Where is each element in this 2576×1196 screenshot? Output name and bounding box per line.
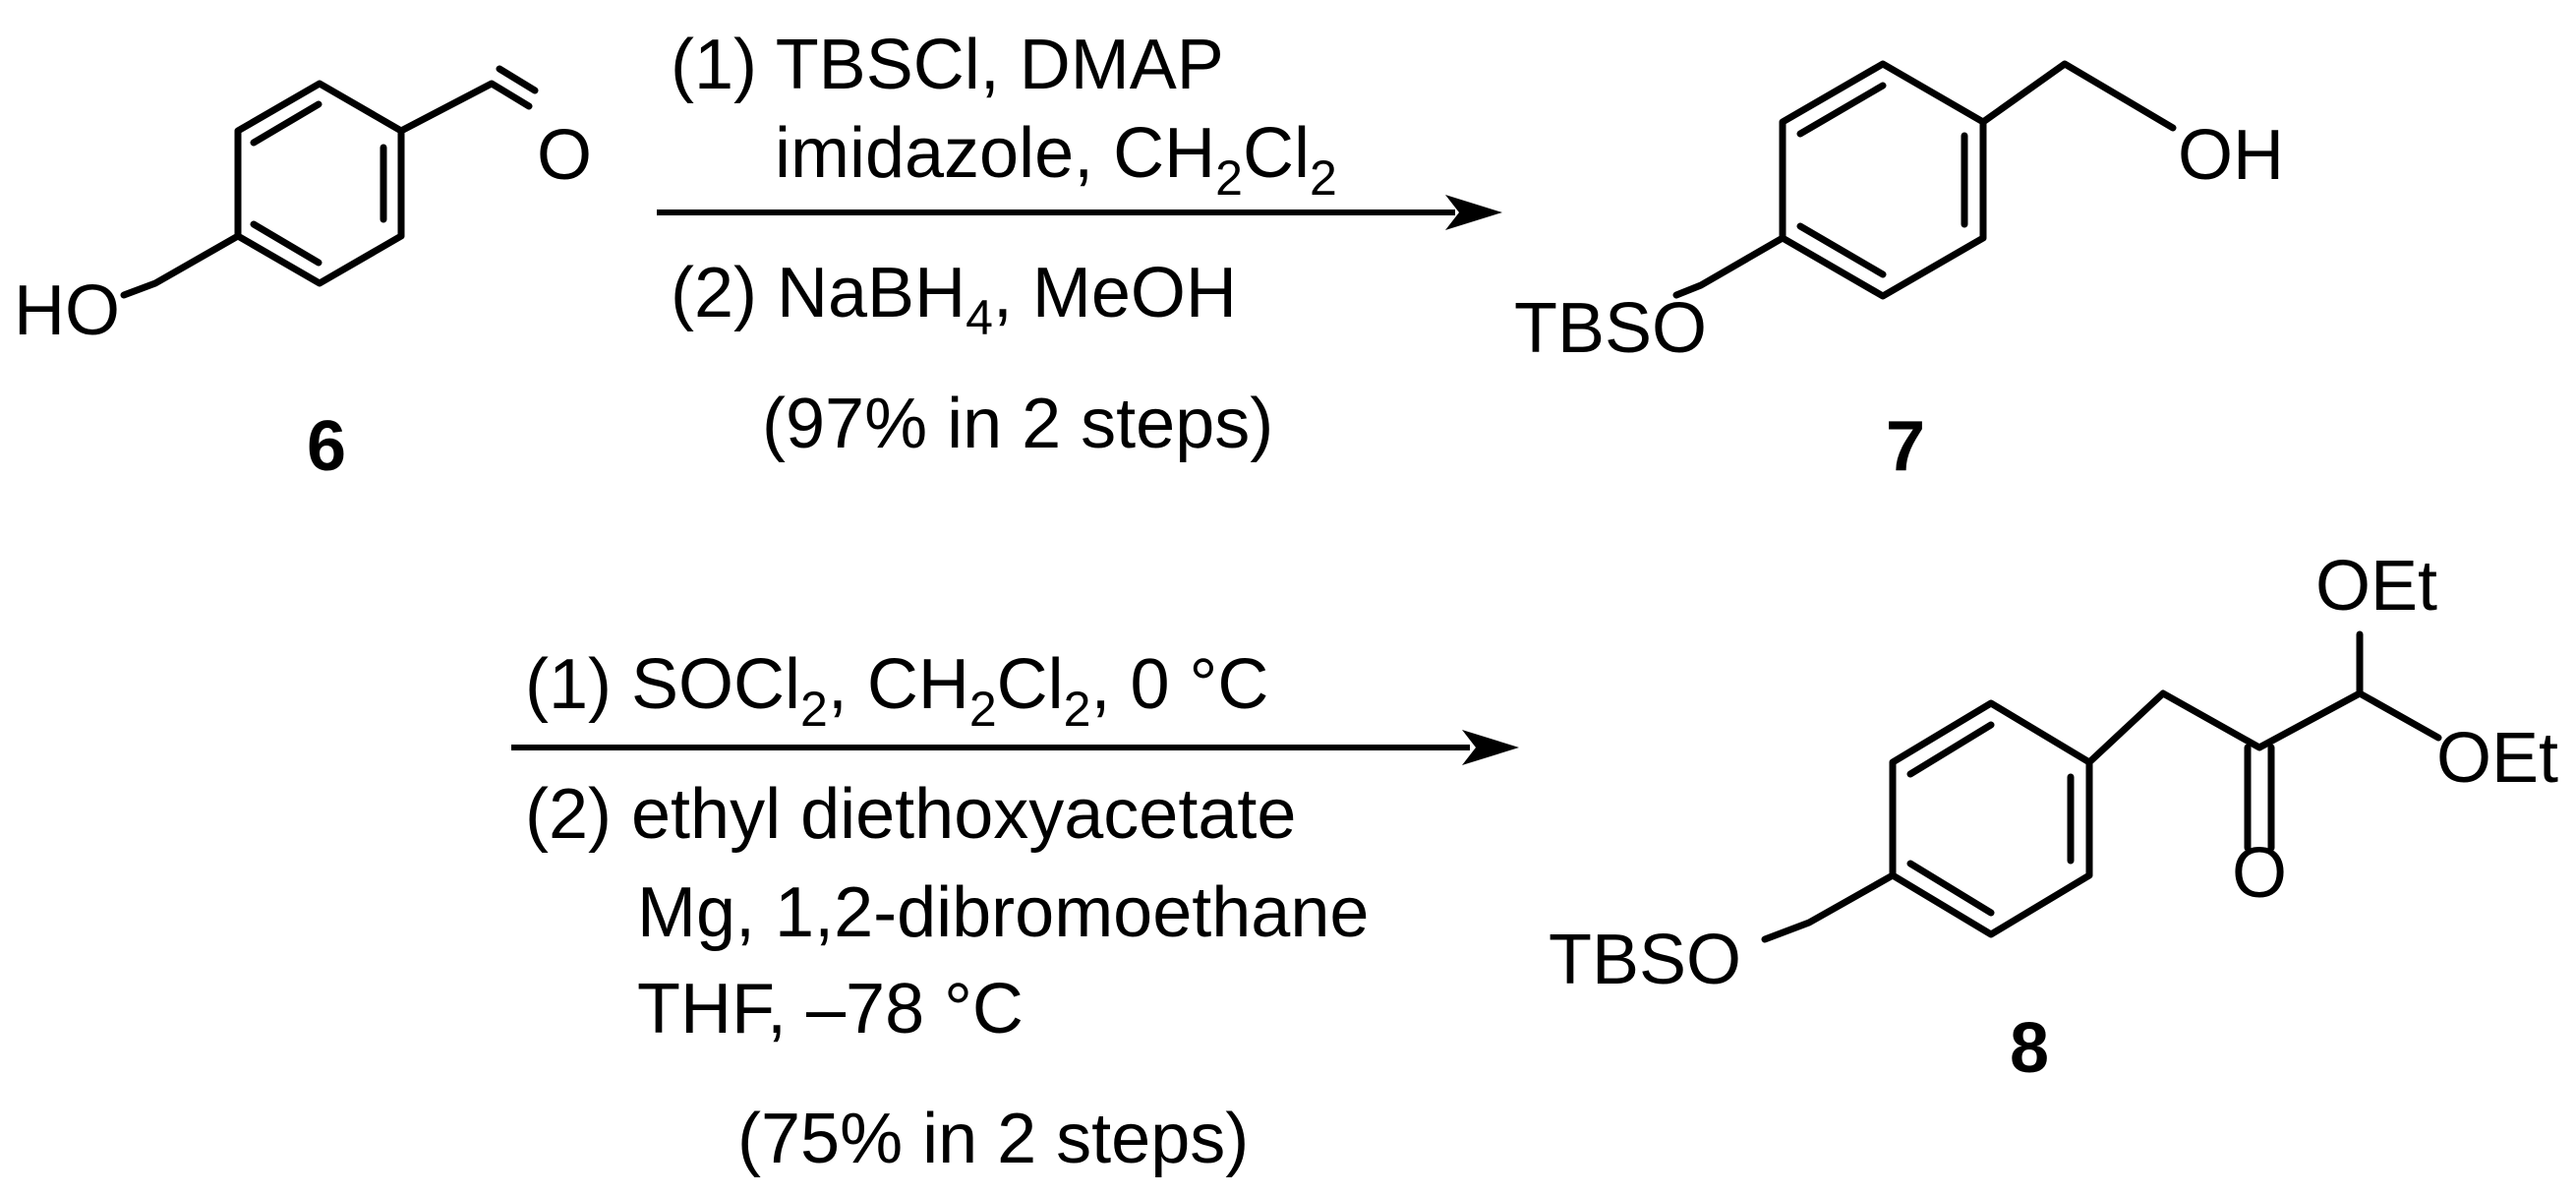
reaction-1-yield: (97% in 2 steps) bbox=[762, 385, 1273, 463]
compound-7-bonds bbox=[1672, 60, 2177, 300]
compound-8-acetal-oet-right-label: OEt bbox=[2436, 719, 2558, 798]
compound-8-ketone-oxygen-label: O bbox=[2232, 834, 2287, 913]
compound-7-hydroxyl-label: OH bbox=[2178, 116, 2284, 195]
reaction-2-arrow bbox=[511, 730, 1519, 765]
reaction-2-step-1: (1) SOCl2, CH2Cl2, 0 °C bbox=[525, 645, 1268, 737]
compound-7-tbso-label: TBSO bbox=[1514, 289, 1707, 368]
reaction-1-step-1-line-1: (1) TBSCl, DMAP bbox=[671, 26, 1224, 104]
compound-8-structure: TBSO OEt OEt O bbox=[1549, 547, 2558, 999]
reaction-2-step-2-line-3: THF, –78 °C bbox=[637, 970, 1024, 1048]
compound-8-tbso-label: TBSO bbox=[1549, 921, 1741, 999]
compound-6-hydroxy-label: HO bbox=[14, 271, 120, 350]
reaction-2-conditions: (1) SOCl2, CH2Cl2, 0 °C (2) ethyl dietho… bbox=[525, 645, 1369, 1178]
reaction-1-conditions: (1) TBSCl, DMAP imidazole, CH2Cl2 (2) Na… bbox=[671, 26, 1337, 463]
compound-8-bonds bbox=[1761, 630, 2442, 943]
reaction-1-step-1-line-2: imidazole, CH2Cl2 bbox=[775, 114, 1337, 206]
compound-8-number: 8 bbox=[2010, 1009, 2049, 1088]
reaction-1-step-2: (2) NaBH4, MeOH bbox=[671, 254, 1237, 345]
compound-6-structure: HO O bbox=[14, 65, 592, 350]
reaction-1-arrow bbox=[657, 195, 1502, 230]
compound-8-acetal-oet-top-label: OEt bbox=[2315, 547, 2437, 626]
compound-7-structure: TBSO OH bbox=[1514, 60, 2284, 368]
compound-6-bonds bbox=[120, 65, 539, 299]
compound-6-carbonyl-oxygen-label: O bbox=[537, 116, 592, 195]
compound-7-number: 7 bbox=[1886, 407, 1925, 486]
compound-6-number: 6 bbox=[307, 407, 346, 486]
reaction-2-step-2-line-1: (2) ethyl diethoxyacetate bbox=[525, 775, 1296, 854]
reaction-2-yield: (75% in 2 steps) bbox=[737, 1100, 1249, 1178]
reaction-2-step-2-line-2: Mg, 1,2-dibromoethane bbox=[637, 873, 1369, 952]
